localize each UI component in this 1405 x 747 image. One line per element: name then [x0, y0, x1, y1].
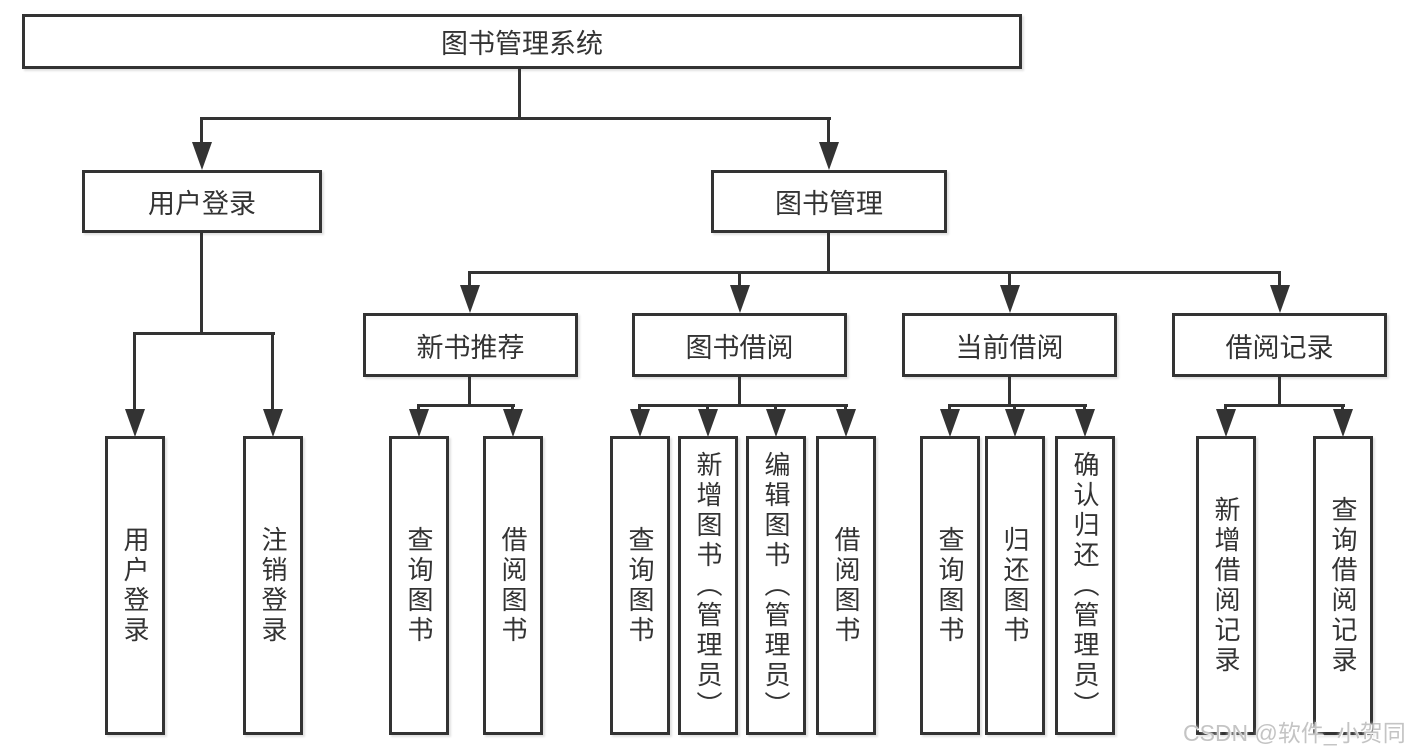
connector-line [1278, 271, 1281, 289]
connector-line [1008, 271, 1011, 289]
leaf-add-borrow-record-label: 新增借阅记录 [1211, 495, 1241, 676]
leaf-query-books-newbook: 查询图书 [389, 436, 449, 735]
leaf-add-books-admin-label: 新增图书（管理员） [693, 450, 723, 721]
leaf-borrow-books-newbook: 借阅图书 [483, 436, 543, 735]
connector-line [638, 404, 641, 412]
connector-line [844, 404, 847, 412]
arrow-down-icon [503, 409, 523, 437]
connector-line [638, 404, 848, 407]
node-library-system: 图书管理系统 [22, 14, 1022, 69]
connector-line [738, 271, 741, 289]
arrow-down-icon [1333, 409, 1353, 437]
connector-line [469, 271, 1281, 274]
watermark-text: CSDN @软件_小贺同学 [1183, 720, 1405, 746]
node-current-borrowing: 当前借阅 [902, 313, 1117, 377]
connector-line [271, 332, 274, 411]
leaf-confirm-return-admin: 确认归还（管理员） [1055, 436, 1115, 735]
connector-line [511, 404, 514, 412]
leaf-query-books-newbook-label: 查询图书 [404, 525, 434, 646]
connector-line [1341, 404, 1344, 412]
leaf-edit-books-admin-label: 编辑图书（管理员） [761, 450, 791, 721]
arrow-down-icon [1075, 409, 1095, 437]
leaf-query-books-borrowing: 查询图书 [610, 436, 670, 735]
arrow-down-icon [1000, 285, 1020, 313]
arrow-down-icon [1270, 285, 1290, 313]
connector-line [1224, 404, 1227, 412]
node-borrowing-records: 借阅记录 [1172, 313, 1387, 377]
connector-line [948, 404, 1087, 407]
node-book-management: 图书管理 [711, 170, 947, 233]
node-book-management-label: 图书管理 [775, 189, 883, 219]
connector-line [133, 332, 275, 335]
leaf-return-books: 归还图书 [985, 436, 1045, 735]
connector-line [200, 233, 203, 334]
leaf-borrow-books-borrowing: 借阅图书 [816, 436, 876, 735]
node-user-login: 用户登录 [82, 170, 322, 233]
leaf-borrow-books-borrowing-label: 借阅图书 [831, 525, 861, 646]
leaf-add-borrow-record: 新增借阅记录 [1196, 436, 1256, 735]
connector-line [774, 404, 777, 412]
connector-line [417, 404, 420, 412]
connector-line [468, 377, 471, 406]
arrow-down-icon [263, 409, 283, 437]
leaf-add-books-admin: 新增图书（管理员） [678, 436, 738, 735]
connector-line [200, 117, 203, 145]
leaf-query-books-current-label: 查询图书 [935, 525, 965, 646]
node-user-login-label: 用户登录 [148, 189, 256, 219]
leaf-return-books-label: 归还图书 [1000, 525, 1030, 646]
connector-line [1278, 377, 1281, 406]
arrow-down-icon [698, 409, 718, 437]
leaf-borrow-books-newbook-label: 借阅图书 [498, 525, 528, 646]
arrow-down-icon [940, 409, 960, 437]
connector-line [738, 377, 741, 406]
leaf-logout-label: 注销登录 [258, 525, 288, 646]
node-book-borrowing: 图书借阅 [632, 313, 847, 377]
leaf-query-books-borrowing-label: 查询图书 [625, 525, 655, 646]
arrow-down-icon [630, 409, 650, 437]
arrow-down-icon [766, 409, 786, 437]
node-book-borrowing-label: 图书借阅 [685, 332, 794, 363]
connector-line [417, 404, 515, 407]
arrow-down-icon [819, 142, 839, 170]
connector-line [1224, 404, 1345, 407]
leaf-query-borrow-record-label: 查询借阅记录 [1328, 495, 1358, 676]
leaf-query-books-current: 查询图书 [920, 436, 980, 735]
connector-line [1013, 404, 1016, 412]
connector-line [1083, 404, 1086, 412]
node-library-system-label: 图书管理系统 [441, 29, 603, 59]
node-new-book-recommendation-label: 新书推荐 [416, 332, 525, 363]
connector-line [1008, 377, 1011, 406]
connector-line [827, 117, 830, 145]
connector-line [827, 233, 830, 273]
node-borrowing-records-label: 借阅记录 [1225, 332, 1334, 363]
arrow-down-icon [409, 409, 429, 437]
node-new-book-recommendation: 新书推荐 [363, 313, 578, 377]
leaf-user-login-label: 用户登录 [120, 525, 150, 646]
connector-line [200, 117, 831, 120]
arrow-down-icon [192, 142, 212, 170]
leaf-edit-books-admin: 编辑图书（管理员） [746, 436, 806, 735]
connector-line [468, 271, 471, 289]
connector-line [518, 69, 521, 119]
leaf-query-borrow-record: 查询借阅记录 [1313, 436, 1373, 735]
connector-line [133, 332, 136, 411]
leaf-logout: 注销登录 [243, 436, 303, 735]
leaf-confirm-return-admin-label: 确认归还（管理员） [1070, 450, 1100, 721]
arrow-down-icon [125, 409, 145, 437]
leaf-user-login: 用户登录 [105, 436, 165, 735]
node-current-borrowing-label: 当前借阅 [955, 332, 1064, 363]
arrow-down-icon [730, 285, 750, 313]
connector-line [948, 404, 951, 412]
connector-line [706, 404, 709, 412]
arrow-down-icon [836, 409, 856, 437]
arrow-down-icon [1216, 409, 1236, 437]
arrow-down-icon [460, 285, 480, 313]
arrow-down-icon [1005, 409, 1025, 437]
